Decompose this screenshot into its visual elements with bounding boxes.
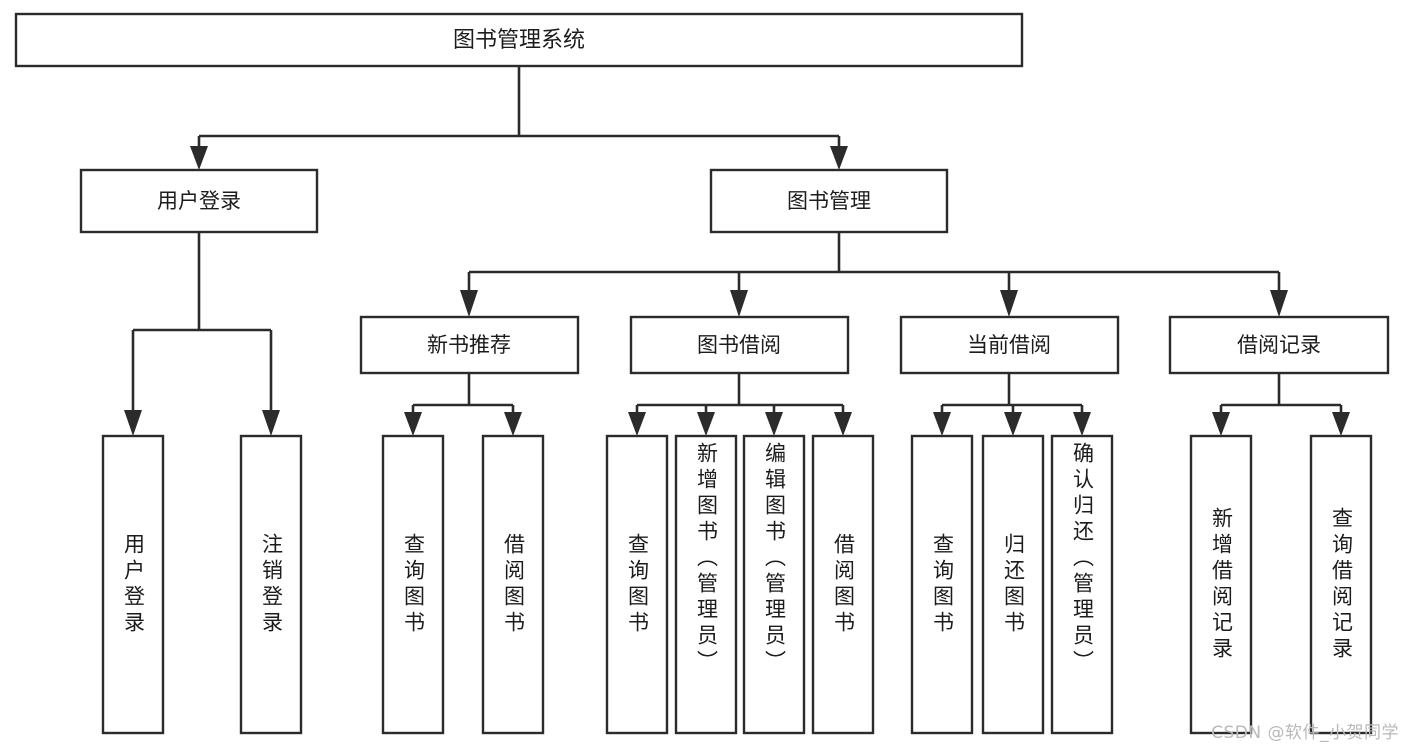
node-user-login-label: 用户登录 [157, 189, 241, 213]
leaf-box-query-book-current[interactable] [910, 434, 974, 735]
leaf-box-query-book-recommend[interactable] [381, 434, 445, 735]
node-current-borrow[interactable]: 当前借阅 [899, 315, 1120, 375]
leaf-box-borrow-book[interactable] [811, 434, 875, 735]
node-book-borrow[interactable]: 图书借阅 [629, 315, 850, 375]
node-borrow-record-label: 借阅记录 [1237, 333, 1321, 357]
connector-group-root-to-level2 [197, 66, 841, 148]
node-current-borrow-label: 当前借阅 [967, 333, 1051, 357]
connector-group-borrow-record-to-leaves [1212, 373, 1350, 436]
node-book-borrow-label: 图书借阅 [697, 333, 781, 357]
leaf-box-logout[interactable] [239, 434, 303, 735]
connector-group-book-management-to-level3 [460, 232, 1288, 317]
connector-group-new-book-to-leaves [404, 373, 522, 436]
node-root-label: 图书管理系统 [453, 28, 585, 53]
connector-group-book-borrow-to-leaves [628, 373, 852, 436]
node-borrow-record[interactable]: 借阅记录 [1168, 315, 1390, 375]
leaf-box-user-login[interactable] [101, 434, 165, 735]
arrow-root-to-book-management [830, 146, 848, 170]
leaf-box-borrow-book-recommend[interactable] [481, 434, 545, 735]
arrow-root-to-user-login [190, 146, 208, 170]
leaf-box-add-book-admin[interactable] [674, 434, 738, 735]
node-new-book-recommend[interactable]: 新书推荐 [359, 315, 580, 375]
leaf-box-query-borrow-record[interactable] [1309, 434, 1373, 735]
leaf-box-add-borrow-record[interactable] [1189, 434, 1253, 735]
leaf-box-return-book[interactable] [981, 434, 1045, 735]
node-book-management-label: 图书管理 [787, 189, 871, 213]
node-book-management[interactable]: 图书管理 [709, 168, 949, 234]
node-user-login[interactable]: 用户登录 [79, 168, 319, 234]
leaf-box-confirm-return-admin[interactable] [1050, 434, 1114, 735]
connector-group-user-login-to-leaves [124, 232, 280, 436]
connector-group-current-borrow-to-leaves [933, 373, 1091, 436]
csdn-watermark: CSDN @软件_小贺同学 [1211, 723, 1399, 743]
leaf-box-query-book-borrow[interactable] [605, 434, 669, 735]
leaf-box-edit-book-admin[interactable] [742, 434, 806, 735]
node-root-system[interactable]: 图书管理系统 [14, 12, 1024, 68]
node-new-book-recommend-label: 新书推荐 [427, 333, 511, 357]
